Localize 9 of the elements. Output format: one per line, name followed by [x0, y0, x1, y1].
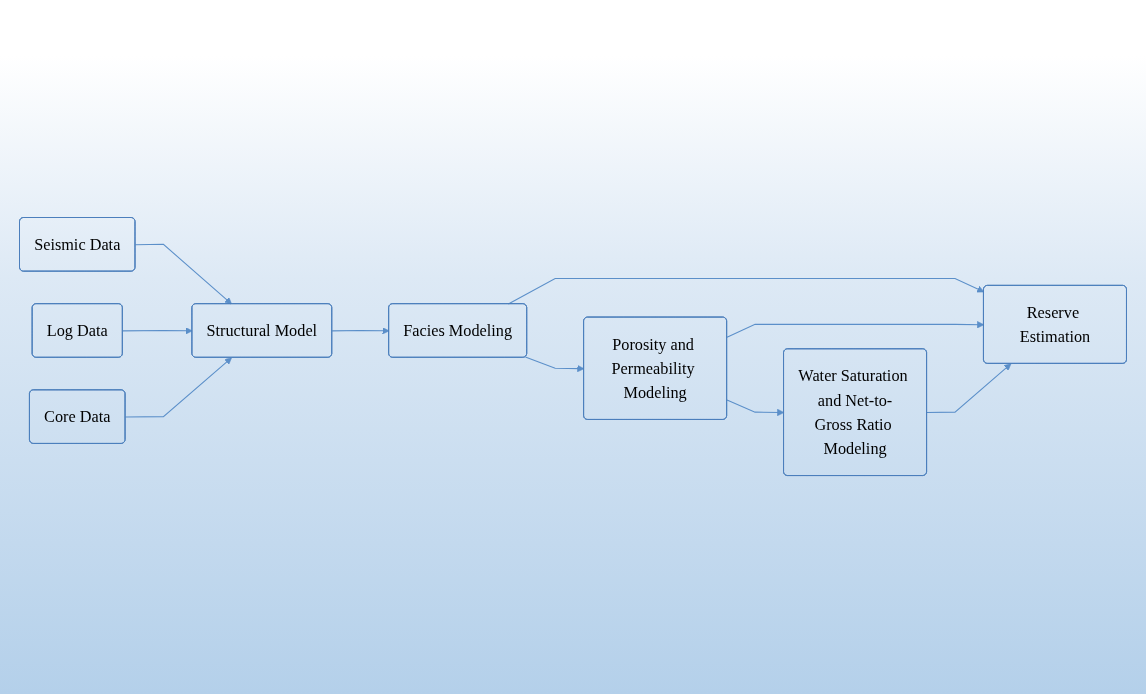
arrow [134, 244, 232, 305]
arrow [524, 356, 585, 373]
arrow [507, 278, 985, 306]
arrow [124, 357, 232, 419]
arrow [926, 363, 1012, 414]
arrow [331, 327, 390, 335]
arrow [726, 400, 785, 417]
arrow [122, 327, 193, 335]
arrow [726, 321, 985, 339]
